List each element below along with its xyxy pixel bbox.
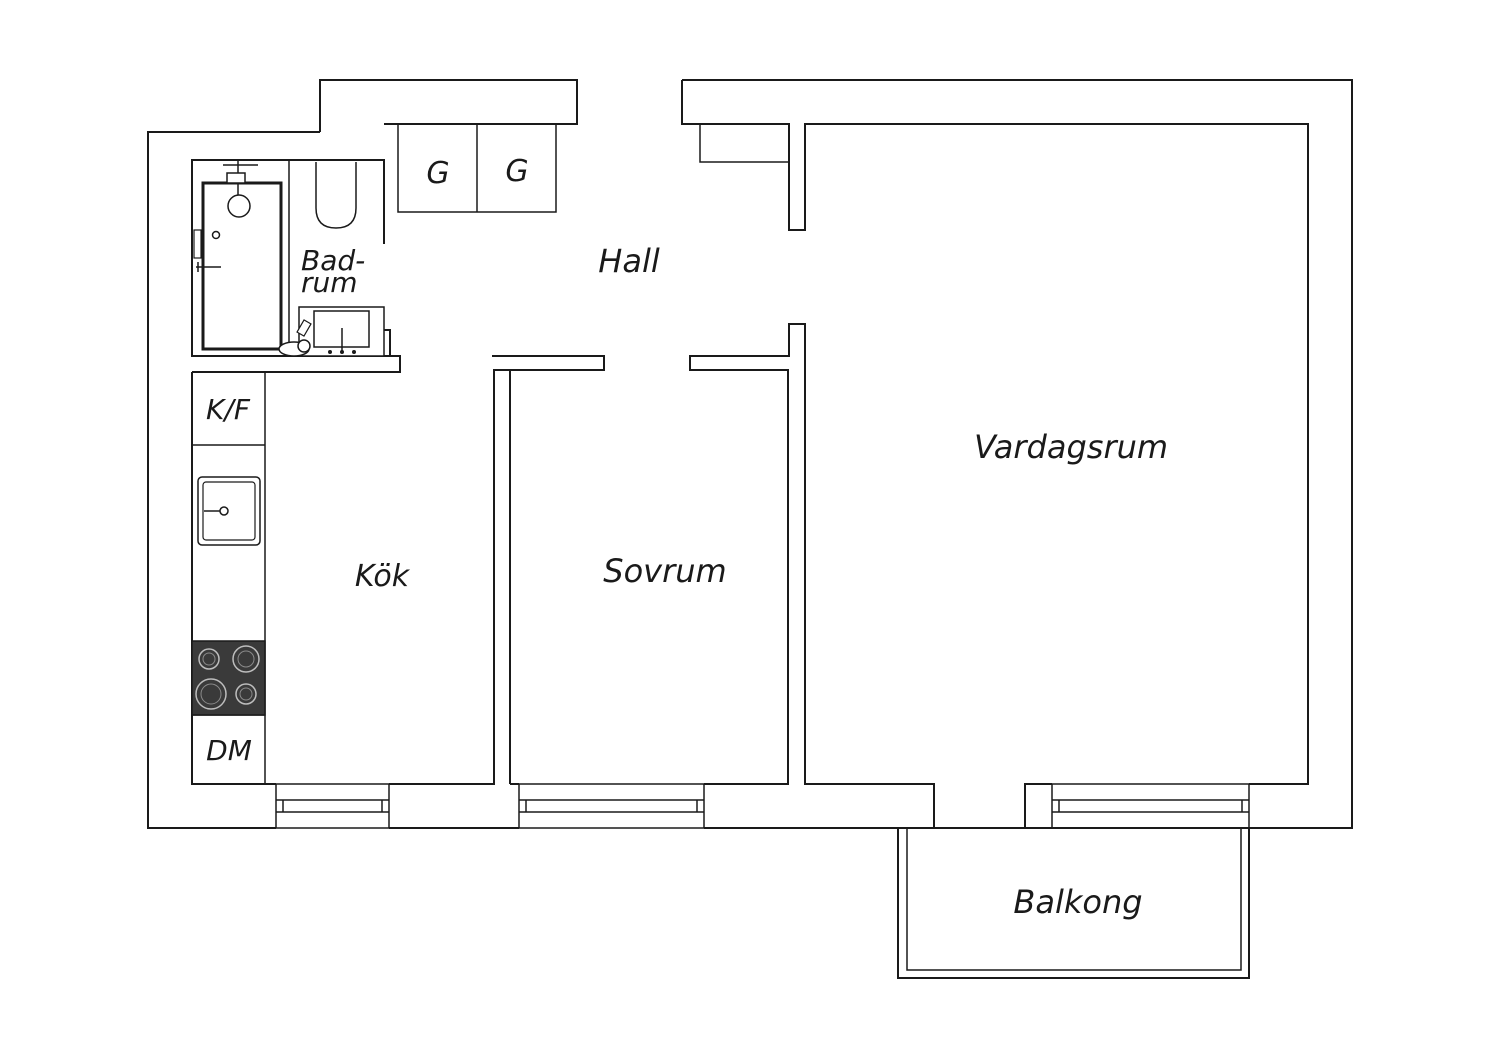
hall-closet <box>699 124 789 163</box>
label-balcony: Balkong <box>1013 883 1142 921</box>
window-living-room <box>1051 783 1250 829</box>
windows <box>275 783 1250 829</box>
label-wardrobe-1: G <box>426 156 449 191</box>
washbasin-icon <box>298 306 385 357</box>
label-living-room: Vardagsrum <box>974 428 1168 466</box>
hair-dryer-icon <box>278 319 312 357</box>
label-badrum-2: rum <box>301 266 358 299</box>
bathroom <box>191 159 401 373</box>
stove-icon <box>191 640 266 716</box>
kitchen-counter <box>191 372 266 784</box>
balcony <box>897 827 1250 979</box>
label-hall: Hall <box>598 242 660 280</box>
label-fridge-freezer: K/F <box>206 393 251 426</box>
label-bedroom: Sovrum <box>603 552 726 590</box>
label-wardrobe-2: G <box>505 154 528 189</box>
wardrobes <box>397 124 557 213</box>
label-kitchen: Kök <box>355 559 411 594</box>
window-bedroom <box>518 783 705 829</box>
shower-icon <box>193 160 283 351</box>
window-kitchen <box>275 783 390 829</box>
kitchen-sink-icon <box>197 476 261 546</box>
toilet-icon <box>315 162 357 229</box>
label-badrum-1: Bad- <box>301 244 365 277</box>
label-dishwasher: DM <box>206 734 252 767</box>
room-labels: G G Hall Bad- rum K/F Kök DM Sovrum Vard… <box>206 154 1168 921</box>
